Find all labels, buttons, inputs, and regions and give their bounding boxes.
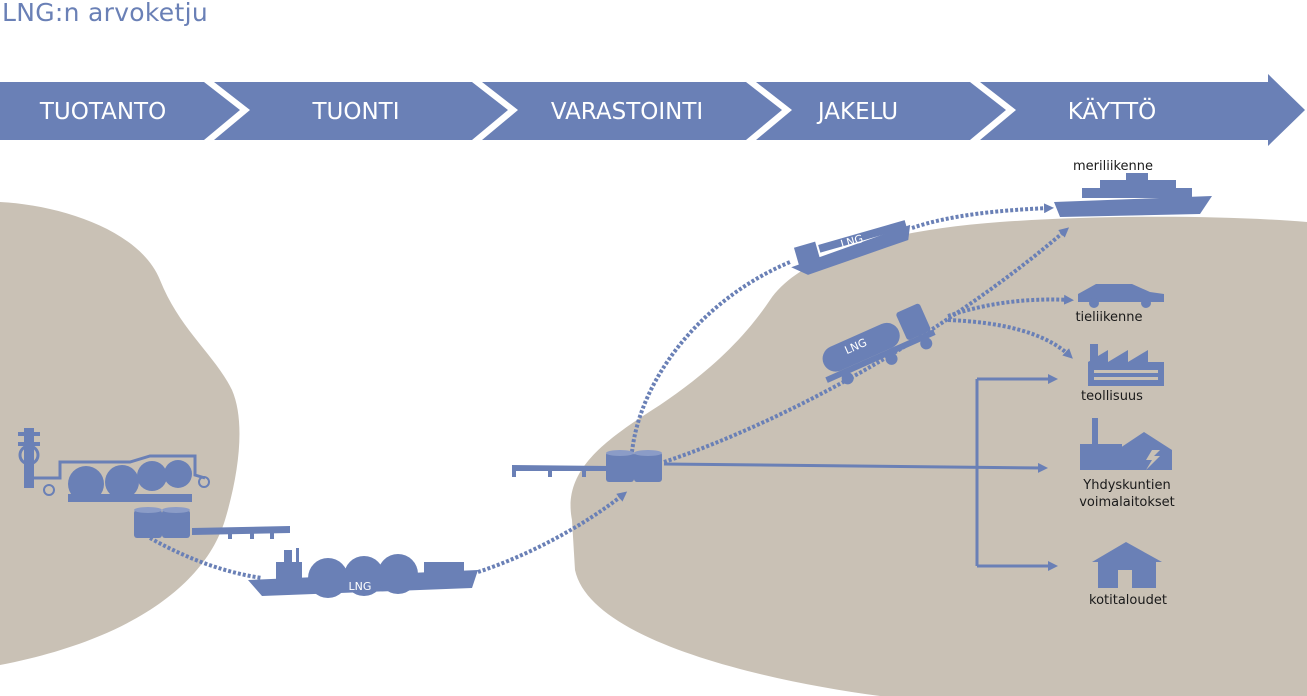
stage-label-tuonti: TUONTI bbox=[311, 99, 399, 125]
stage-label-jakelu: JAKELU bbox=[816, 99, 898, 125]
flow-small-ship-to-ferry bbox=[911, 203, 1054, 230]
production-jetty-icon bbox=[192, 526, 290, 539]
stage-chevron-varastointi bbox=[482, 82, 782, 140]
ferry-icon bbox=[1054, 173, 1212, 217]
power-plant-icon bbox=[1080, 418, 1172, 470]
car-icon bbox=[1078, 284, 1164, 308]
stage-label-kaytto: KÄYTTÖ bbox=[1068, 97, 1156, 125]
pipeline-main bbox=[663, 462, 1048, 473]
stage-chevron-tuotanto bbox=[0, 82, 240, 140]
stage-label-varastointi: VARASTOINTI bbox=[551, 99, 703, 125]
flow-paths bbox=[149, 203, 1074, 580]
small-lng-ship-icon bbox=[791, 220, 911, 275]
house-icon bbox=[1092, 542, 1162, 588]
stage-label-tuotanto: TUOTANTO bbox=[39, 99, 166, 125]
consumption-land bbox=[570, 216, 1307, 696]
use-label-power-line2: voimalaitokset bbox=[1079, 495, 1175, 510]
flow-terminal-to-ferry bbox=[663, 227, 1070, 464]
production-plant-icon bbox=[18, 428, 210, 502]
production-land bbox=[0, 202, 240, 665]
use-label-sea: meriliikenne bbox=[1073, 159, 1153, 174]
flow-terminal-to-ship-route bbox=[630, 260, 791, 453]
lng-tanker-icon bbox=[248, 548, 478, 598]
flow-truck-to-industry bbox=[947, 318, 1073, 359]
flow-truck-to-road bbox=[947, 294, 1074, 318]
factory-icon bbox=[1088, 344, 1164, 386]
stage-chevron-kaytto bbox=[980, 74, 1305, 146]
use-label-road: tieliikenne bbox=[1075, 310, 1142, 325]
stage-chevron-tuonti bbox=[214, 82, 508, 140]
use-label-power-line1: Yhdyskuntien bbox=[1082, 478, 1170, 493]
use-label-industry: teollisuus bbox=[1081, 389, 1143, 404]
lng-truck-icon bbox=[822, 303, 936, 385]
flow-production-to-tanker bbox=[149, 536, 263, 580]
page-title: LNG:n arvoketju bbox=[2, 0, 208, 27]
stage-chevrons: TUOTANTO TUONTI VARASTOINTI JAKELU KÄYTT… bbox=[0, 74, 1305, 146]
stage-chevron-jakelu bbox=[756, 82, 1006, 140]
small-ship-lng-label: LNG bbox=[839, 232, 865, 251]
terminal-storage-tanks-icon bbox=[606, 450, 662, 482]
terminal-pier-icon bbox=[512, 465, 610, 477]
use-label-home: kotitaloudet bbox=[1089, 593, 1167, 608]
production-storage-tanks-icon bbox=[134, 507, 190, 538]
tanker-lng-label: LNG bbox=[349, 580, 372, 593]
